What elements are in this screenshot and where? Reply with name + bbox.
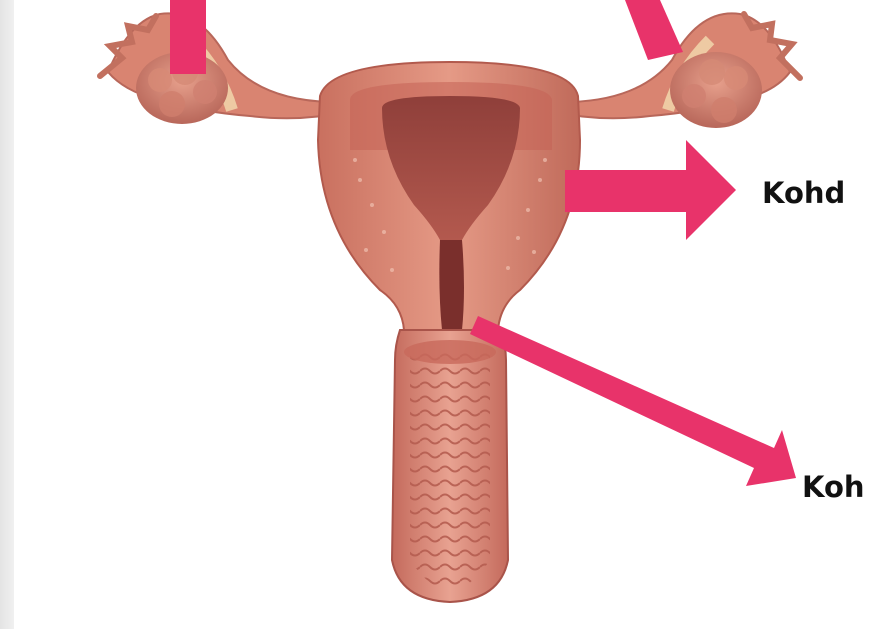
pointer-arrow-uterus — [565, 140, 736, 240]
right-ovary — [670, 52, 762, 128]
label-uterus: Kohd — [762, 179, 845, 208]
vaginal-canal — [392, 330, 508, 602]
pointer-arrow-top-left — [170, 0, 206, 74]
label-cervix: Koh — [802, 473, 865, 502]
pointer-arrow-top-right — [625, 0, 683, 60]
cervical-canal — [439, 240, 464, 330]
pointer-arrow-cervix — [470, 316, 796, 486]
